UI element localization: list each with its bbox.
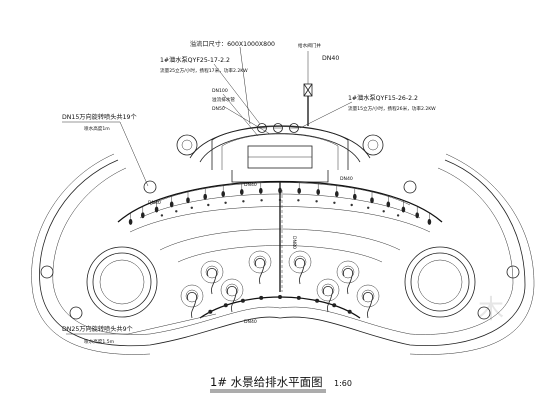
- fountain-spray: [226, 286, 238, 313]
- label-dn80: DN80: [291, 236, 297, 249]
- fountain-spray: [322, 286, 334, 313]
- spray-nozzle: [370, 197, 374, 204]
- label-pump1-name: 1#潜水泵QYF25-17-2.2: [160, 56, 230, 64]
- spray-nozzle: [128, 218, 133, 225]
- pool-outline: [31, 153, 535, 355]
- drawing-title: 1# 水景给排水平面图: [210, 375, 323, 389]
- spray-nozzle: [203, 193, 207, 200]
- leader-lines: [62, 46, 353, 335]
- ring-dot: [333, 201, 336, 204]
- ring-dot: [190, 206, 193, 209]
- fountain-basin: [356, 284, 380, 308]
- label-dn40-ring: DN40: [244, 182, 257, 188]
- spray-nozzle: [296, 295, 301, 300]
- fountain-basin: [316, 278, 340, 302]
- ring-dot: [382, 210, 385, 213]
- fountain-spray: [342, 268, 354, 295]
- label-dn50: DN50: [212, 106, 225, 112]
- spray-nozzle: [347, 309, 352, 314]
- spray-nozzle: [240, 298, 245, 303]
- spray-nozzle: [223, 303, 228, 308]
- spray-nozzle: [169, 201, 174, 208]
- spray-nozzle: [278, 295, 282, 299]
- fountain-basin: [180, 284, 204, 308]
- ring-dot: [396, 214, 400, 217]
- ring-dot: [160, 214, 164, 217]
- pump-1: [257, 123, 267, 133]
- small-bed-bottom-left: [69, 306, 83, 320]
- spray-nozzle: [208, 309, 213, 314]
- round-bed-left: [86, 246, 158, 318]
- spray-nozzle: [259, 295, 264, 300]
- ring-dot: [175, 210, 178, 213]
- spray-nozzle: [386, 201, 391, 208]
- spray-nozzle: [240, 189, 244, 195]
- small-bed-bottom-right: [477, 306, 491, 320]
- label-nozzle-bottom-note: 喷水高度1.5m: [84, 338, 115, 345]
- label-supply-dn: DN40: [322, 55, 339, 62]
- label-overflow-pipe: 溢流排水管: [212, 96, 235, 103]
- central-fountains: [180, 250, 380, 319]
- ring-dot: [224, 201, 227, 204]
- spray-nozzle: [335, 191, 339, 197]
- ring-dot: [207, 203, 210, 207]
- spray-nozzle: [141, 212, 145, 219]
- pump-3: [289, 123, 299, 133]
- ring-dot: [350, 203, 353, 207]
- spray-nozzle: [401, 206, 406, 213]
- pump-room: [143, 125, 417, 194]
- spray-nozzle: [315, 298, 320, 303]
- fountain-basin: [336, 260, 360, 284]
- ring-dot: [315, 200, 318, 203]
- round-bed-right: [404, 246, 476, 318]
- bottom-nozzle-ring: [208, 295, 352, 314]
- spray-nozzle: [221, 191, 225, 197]
- label-overflow: 溢流口尺寸：600X1000X800: [190, 40, 275, 48]
- pump-2: [273, 123, 283, 133]
- label-pump2-spec: 流量15立方/小时，扬程26米，功率2.2KW: [348, 105, 436, 112]
- spray-nozzle: [297, 187, 302, 194]
- spray-nozzle: [427, 218, 432, 225]
- spray-nozzle: [278, 187, 282, 194]
- small-bed-left: [40, 265, 54, 279]
- fountain-basin: [220, 278, 244, 302]
- watermark: 木: [478, 295, 504, 325]
- ring-dot: [278, 198, 282, 202]
- label-pump2-name: 1#潜水泵QYF15-26-2.2: [348, 94, 418, 102]
- small-bed-right: [506, 265, 520, 279]
- ring-dot: [367, 206, 370, 209]
- label-dn40-ring-left: DN40: [148, 200, 161, 206]
- label-nozzle-top: DN15万向旋转喷头共19个: [62, 113, 137, 121]
- label-supply-valve: 给水阀门井: [298, 42, 321, 49]
- ring-dot: [260, 199, 263, 202]
- top-nozzle-ring: [128, 181, 432, 225]
- spray-nozzle: [186, 197, 190, 204]
- fountain-spray: [186, 292, 198, 319]
- supply-valve-pit: [303, 83, 313, 126]
- spray-nozzle: [353, 193, 357, 200]
- spray-nozzle: [154, 206, 159, 213]
- spray-nozzle: [415, 212, 420, 219]
- fountain-spray: [294, 258, 306, 285]
- fountain-basin: [288, 250, 312, 274]
- fountain-spray: [254, 258, 266, 285]
- label-nozzle-top-note: 喷水高度1m: [84, 125, 110, 132]
- ring-dot: [297, 199, 300, 202]
- label-pump1-spec: 流量25立方/小时，扬程17米，功率2.2KW: [160, 67, 248, 74]
- fountain-spray: [362, 292, 374, 319]
- label-nozzle-bottom: DN25万向旋转喷头共9个: [62, 325, 133, 333]
- label-dn40-ring-right: DN40: [340, 176, 353, 182]
- fountain-basin: [248, 250, 272, 274]
- label-dn100: DN100: [212, 88, 228, 94]
- fountain-basin: [200, 260, 224, 284]
- fountain-spray: [206, 268, 218, 295]
- drawing-scale: 1:60: [334, 379, 352, 388]
- label-dn40-low: DN40: [244, 319, 257, 325]
- spray-nozzle: [316, 189, 321, 195]
- spray-nozzle: [332, 303, 337, 308]
- ring-dot: [242, 200, 245, 203]
- pump-group: [257, 123, 299, 133]
- spray-nozzle: [259, 187, 263, 194]
